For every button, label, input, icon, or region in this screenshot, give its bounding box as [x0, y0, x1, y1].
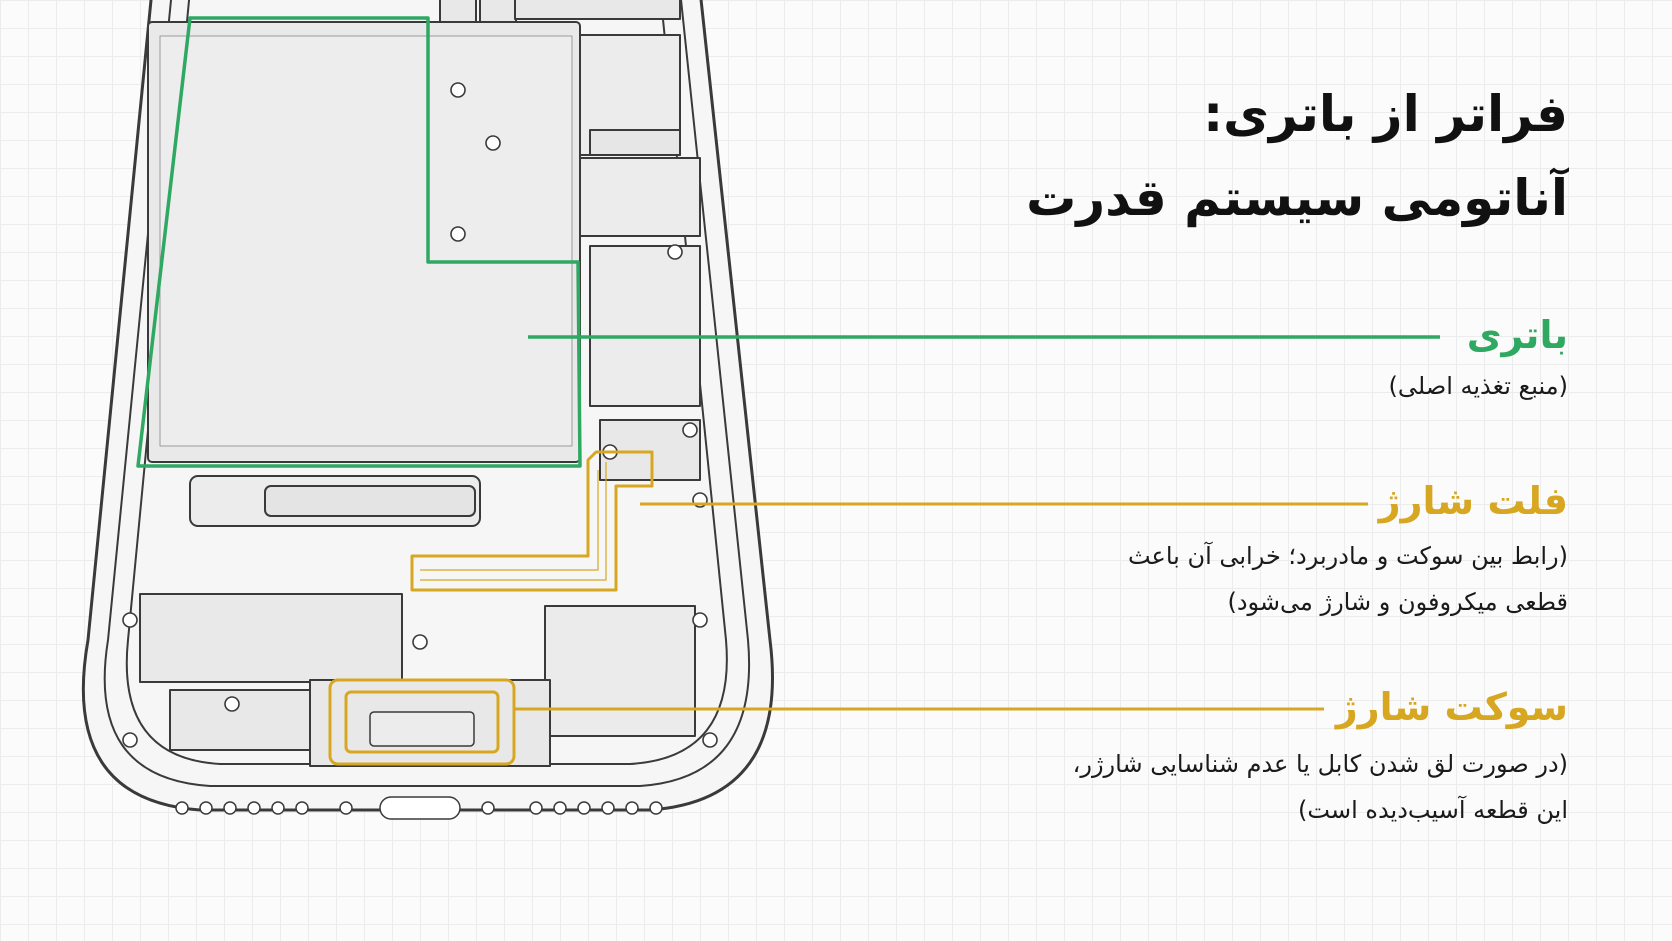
lightning-port [379, 796, 461, 820]
screw-icon [682, 422, 698, 438]
title-line-2: آناتومی سیستم قدرت [1026, 169, 1568, 227]
speaker-grille-icon [247, 801, 261, 815]
speaker-grille-icon [601, 801, 615, 815]
screw-icon [450, 226, 466, 242]
screw-icon [702, 732, 718, 748]
socket-description-line-2: این قطعه آسیب‌دیده است) [1298, 796, 1568, 824]
taptic-engine [544, 605, 696, 737]
speaker-grille-icon [649, 801, 663, 815]
speaker-grille-icon [223, 801, 237, 815]
flex-label: فلت شارژ [1378, 479, 1568, 523]
board-chip-e [589, 245, 701, 407]
speaker-grille-icon [339, 801, 353, 815]
speaker-grille-icon [199, 801, 213, 815]
speaker-grille-icon [553, 801, 567, 815]
speaker-grille-icon [175, 801, 189, 815]
flex-description-line-1: (رابط بین سوکت و مادربرد؛ خرابی آن باعث [1127, 542, 1568, 570]
battery-highlight [136, 16, 582, 468]
battery-description: (منبع تغذیه اصلی) [1388, 372, 1569, 400]
charge-flex-trace-2 [420, 470, 599, 571]
screw-icon [224, 696, 240, 712]
board-chip-c [589, 129, 681, 156]
charge-socket-highlight-inner [344, 690, 500, 754]
speaker-grille-icon [529, 801, 543, 815]
mic-module [169, 689, 321, 751]
speaker-grille-icon [625, 801, 639, 815]
speaker-module [139, 593, 403, 683]
screw-icon [485, 135, 501, 151]
speaker-grille-icon [481, 801, 495, 815]
speaker-grille-icon [577, 801, 591, 815]
page-title: فراتر از باتری: آناتومی سیستم قدرت [808, 72, 1568, 240]
speaker-grille-icon [295, 801, 309, 815]
charge-socket-highlight [328, 678, 516, 766]
battery-label: باتری [1466, 313, 1568, 357]
screw-icon [667, 244, 683, 260]
screw-icon [412, 634, 428, 650]
charge-flex-highlight [410, 450, 654, 592]
speaker-grille-icon [271, 801, 285, 815]
screw-icon [122, 612, 138, 628]
top-module-3 [514, 0, 681, 20]
flex-description-line-2: قطعی میکروفون و شارژ می‌شود) [1227, 588, 1568, 616]
charge-flex-trace-1 [420, 462, 607, 581]
battery-inner [159, 35, 573, 447]
socket-label: سوکت شارژ [1335, 685, 1568, 729]
phone-body-inner [103, 0, 750, 787]
socket-description-line-1: (در صورت لق شدن کابل یا عدم شناسایی شارژ… [1072, 750, 1568, 778]
title-line-1: فراتر از باتری: [1203, 85, 1568, 143]
lower-plate-inner [264, 485, 476, 517]
screw-icon [122, 732, 138, 748]
screw-icon [692, 612, 708, 628]
charge-socket-connector [369, 711, 475, 747]
screw-icon [450, 82, 466, 98]
